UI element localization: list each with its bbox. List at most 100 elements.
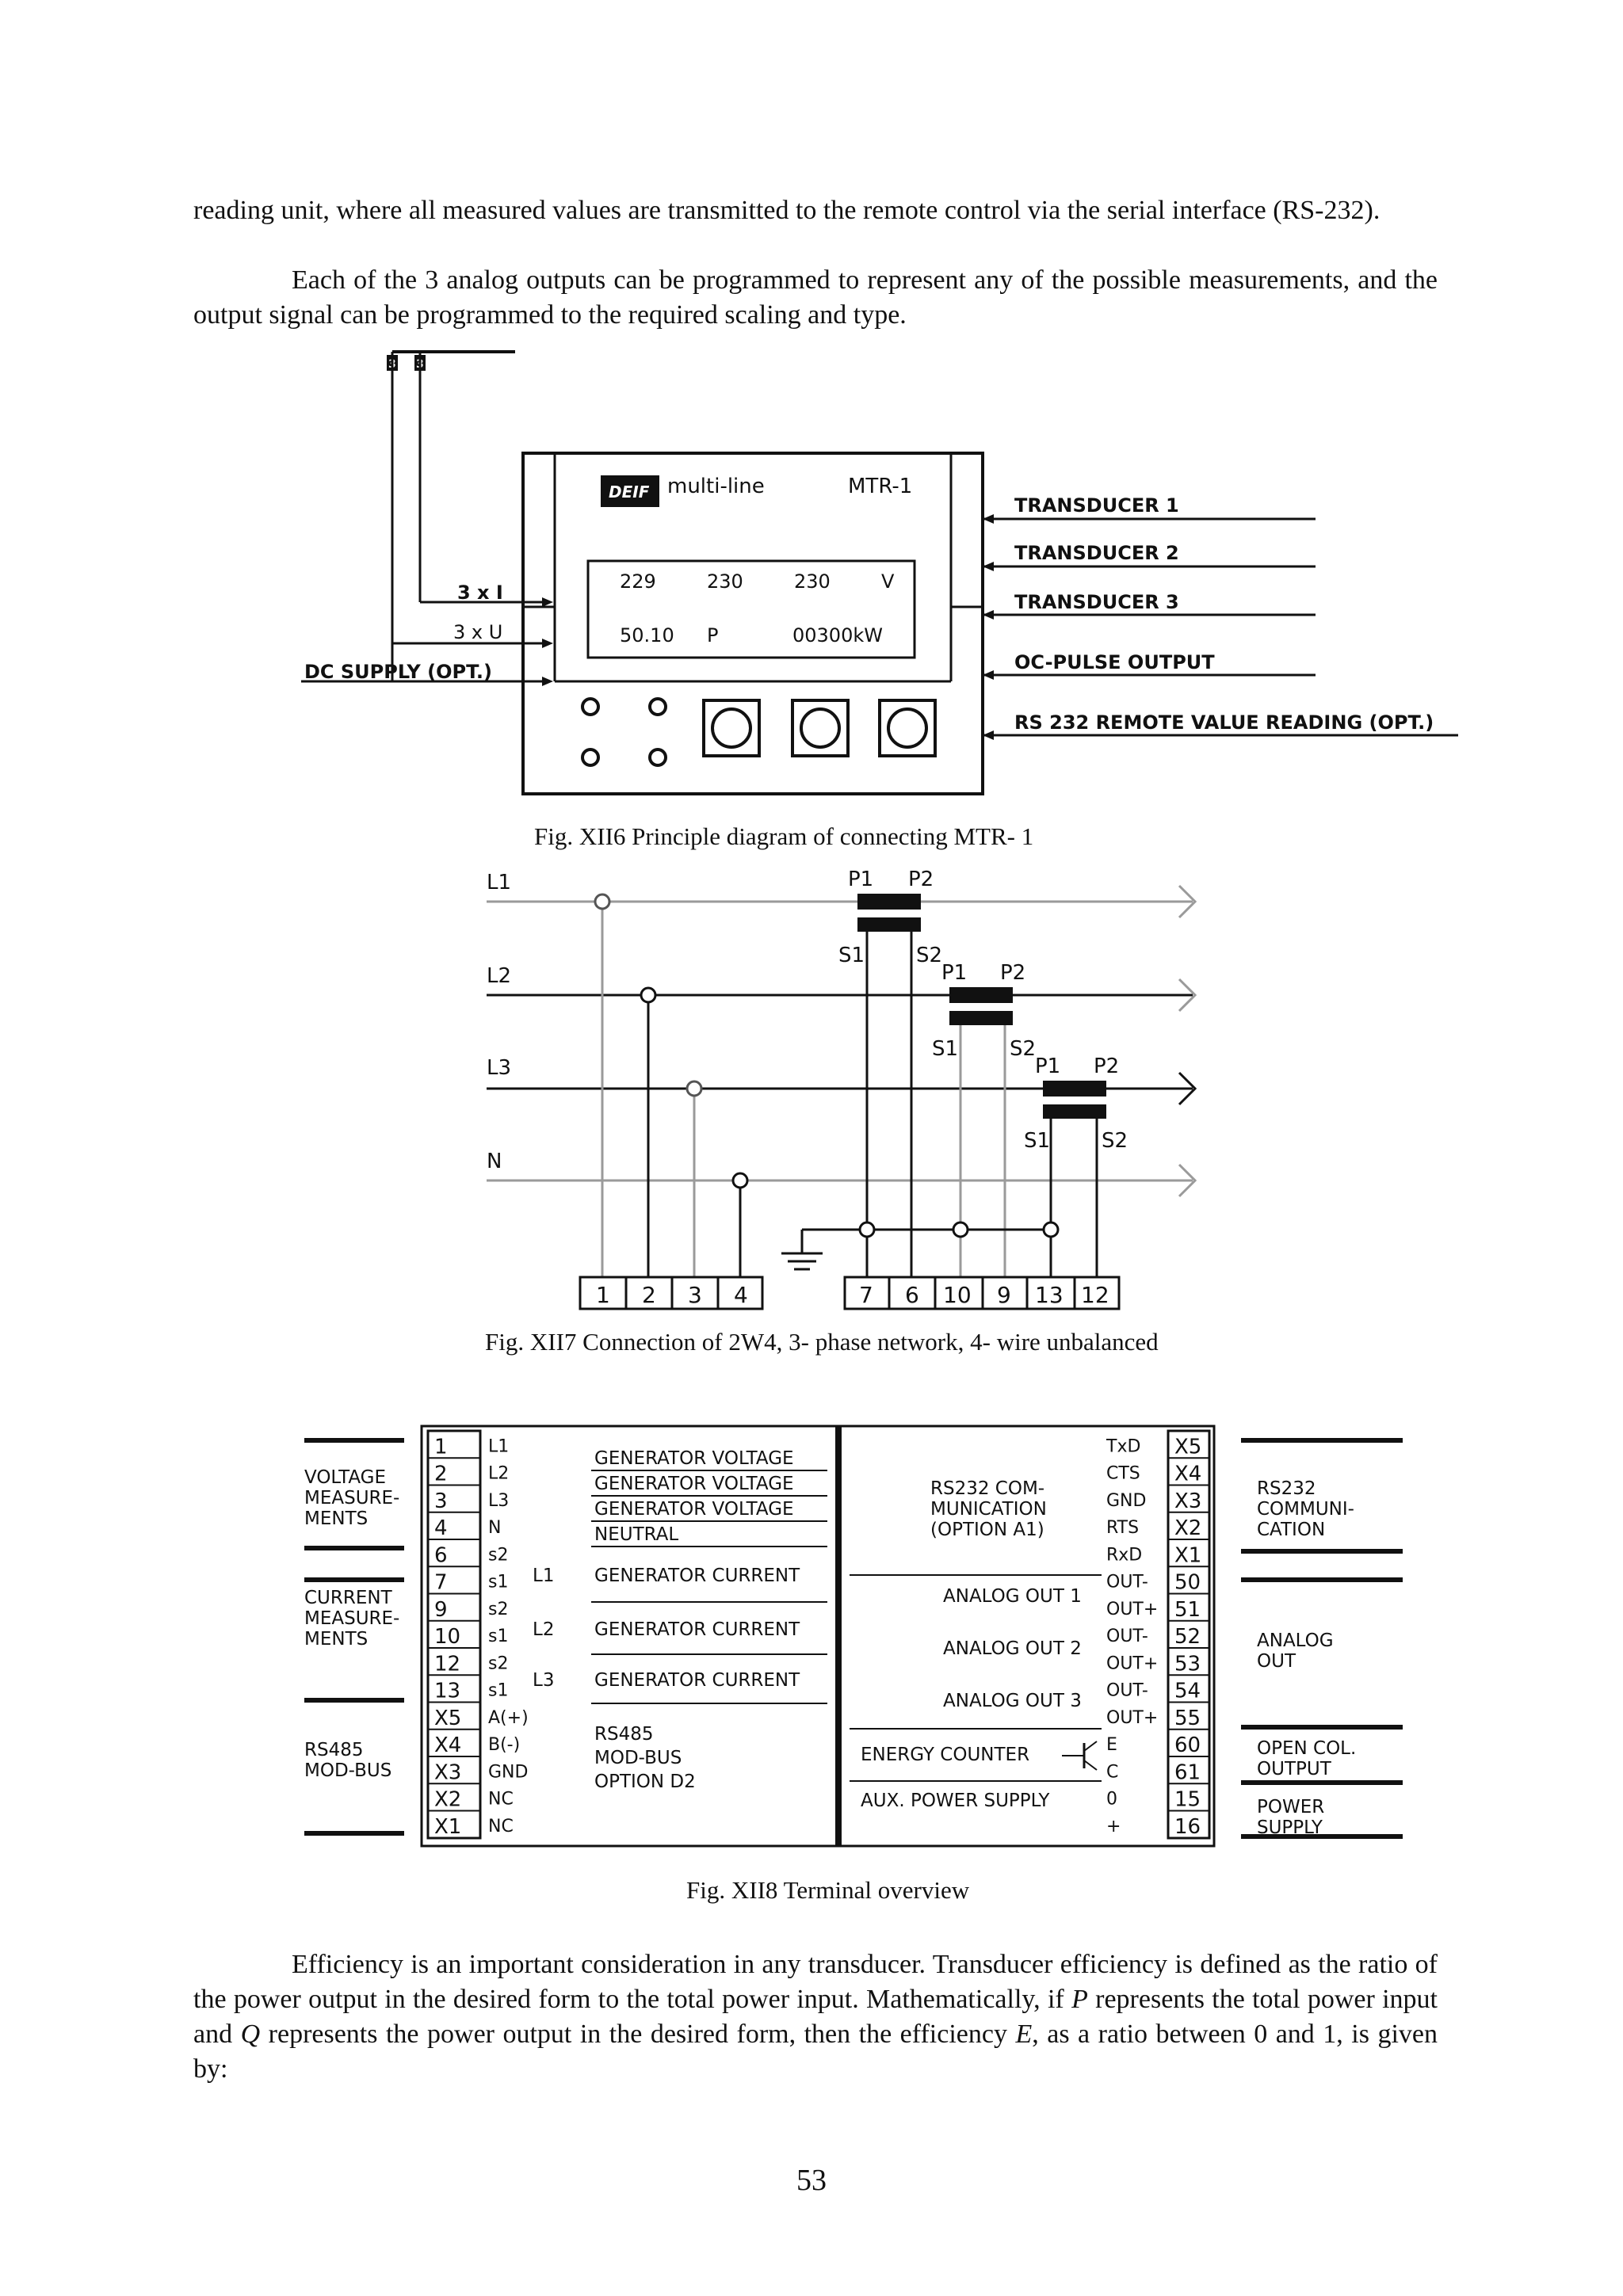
paragraph-intro: reading unit, where all measured values … [193,196,1381,225]
figure-caption: Fig. XII8 Terminal overview [686,1876,970,1904]
front-button [791,699,850,757]
svg-text:MENTS: MENTS [304,1629,368,1650]
svg-text:OUT: OUT [1257,1651,1296,1672]
terminal-description: OPTION D2 [594,1772,696,1792]
phase-label: L3 [533,1670,554,1691]
phase-label: L2 [533,1619,554,1640]
terminal-signal: TxD [1106,1436,1140,1456]
product-line-text: multi-line [667,475,765,498]
terminal-number: 50 [1174,1571,1201,1595]
display-value: P [707,624,718,646]
output-label: TRANSDUCER 1 [1014,494,1179,517]
svg-text:ANALOG: ANALOG [1257,1630,1334,1651]
svg-text:OPEN COL.: OPEN COL. [1257,1738,1356,1759]
terminal-signal: s1 [488,1573,508,1592]
display-value: 229 [620,570,656,593]
terminal-number: X5 [434,1707,461,1730]
ct-secondary-label: S1 [838,944,865,967]
figure-mtr1-connection: 3 3 3 x I 3 x U DC SUPPLY (OPT.) DEIF mu… [301,350,1458,795]
terminal-signal: E [1106,1735,1117,1755]
terminal-number: 3 [434,1489,448,1513]
terminal-number: X1 [434,1815,461,1839]
display-value: 50.10 [620,624,674,646]
figure-caption: Fig. XII7 Connection of 2W4, 3- phase ne… [485,1328,1159,1356]
terminal-number: 2 [434,1463,448,1486]
terminal-number: 13 [434,1680,460,1703]
terminal-number: 4 [434,1516,448,1540]
page-number: 53 [796,2164,827,2197]
terminal-number: 51 [1174,1598,1201,1622]
terminal-description: ENERGY COUNTER [861,1745,1029,1765]
terminal-signal: GND [1106,1491,1146,1511]
phase-label: L1 [533,1566,554,1586]
output-label: TRANSDUCER 2 [1014,542,1179,564]
terminal-description: GENERATOR VOLTAGE [594,1499,794,1520]
terminal-number: 7 [859,1282,873,1308]
led-indicator [581,697,600,716]
dc-supply-label: DC SUPPLY (OPT.) [304,661,492,683]
led-indicator [648,697,667,716]
terminal-number: 1 [596,1282,610,1308]
terminal-signal: RxD [1106,1545,1142,1565]
terminal-number: 10 [943,1282,972,1308]
terminal-description: MUNICATION [930,1499,1047,1520]
figure-caption: Fig. XII6 Principle diagram of connectin… [534,822,1034,850]
terminal-signal: NC [488,1790,514,1810]
terminal-signal: s2 [488,1653,508,1673]
terminal-description: GENERATOR CURRENT [594,1619,800,1640]
terminal-number: X4 [434,1733,461,1757]
front-button [702,699,761,757]
terminal-signal: OUT- [1106,1681,1148,1701]
terminal-number: 13 [1035,1282,1064,1308]
terminal-number: 6 [905,1282,919,1308]
terminal-description: GENERATOR VOLTAGE [594,1448,794,1469]
display-value: 00300kW [792,624,883,646]
terminal-signal: OUT+ [1106,1653,1158,1673]
right-terminal-column [1167,1429,1211,1840]
phase-label: N [487,1150,502,1173]
svg-text:RS485: RS485 [304,1740,363,1760]
terminal-number: 15 [1174,1788,1201,1812]
terminal-description: GENERATOR VOLTAGE [594,1474,794,1494]
output-label: OC-PULSE OUTPUT [1014,651,1215,673]
terminal-number: 4 [734,1282,748,1308]
terminal-number: 7 [434,1571,448,1595]
terminal-description: MOD-BUS [594,1748,682,1768]
svg-text:CURRENT: CURRENT [304,1588,393,1608]
paragraph-analog-outputs: Each of the 3 analog outputs can be prog… [193,265,1438,330]
ct-secondary-label: S1 [932,1037,958,1061]
terminal-signal: OUT- [1106,1573,1148,1592]
svg-text:MEASURE-: MEASURE- [304,1488,399,1508]
display-value: 230 [794,570,831,593]
transistor-symbol [1062,1741,1098,1771]
terminal-number: X3 [1174,1489,1201,1513]
phase-label: L3 [487,1056,511,1080]
terminal-description: GENERATOR CURRENT [594,1670,800,1691]
svg-text:VOLTAGE: VOLTAGE [304,1467,386,1488]
terminal-number: 1 [434,1435,448,1459]
terminal-signal: A(+) [488,1708,529,1728]
figure-terminal-overview: VOLTAGE MEASURE- MENTS CURRENT MEASURE- … [304,1425,1403,1848]
display-unit: V [881,570,895,593]
output-label: RS 232 REMOTE VALUE READING (OPT.) [1014,711,1434,734]
terminal-number: X1 [1174,1543,1201,1567]
front-button [878,699,937,757]
terminal-number: 61 [1174,1760,1201,1784]
figure-3phase-4wire-connection: L1 L2 L3 N P1 P2 S1 S2 P1 P2 S1 S2 P1 P2… [487,868,1197,1310]
terminal-signal: OUT+ [1106,1708,1158,1728]
left-terminal-column [426,1429,482,1840]
svg-text:MEASURE-: MEASURE- [304,1608,399,1629]
terminal-signal: OUT+ [1106,1600,1158,1619]
terminal-signal: L2 [488,1464,509,1484]
terminal-number: 9 [997,1282,1011,1308]
ct-secondary-label: S2 [916,944,942,967]
group-label-rs232: RS232 COMMUNI- CATION [1257,1478,1354,1540]
terminal-signal: NC [488,1817,514,1836]
led-indicator [581,748,600,767]
terminal-number: 3 [688,1282,702,1308]
svg-text:MENTS: MENTS [304,1508,368,1529]
terminal-number: 12 [434,1652,460,1676]
brand-text: DEIF [609,482,650,502]
terminal-number: 55 [1174,1707,1201,1730]
terminal-signal: s2 [488,1600,508,1619]
